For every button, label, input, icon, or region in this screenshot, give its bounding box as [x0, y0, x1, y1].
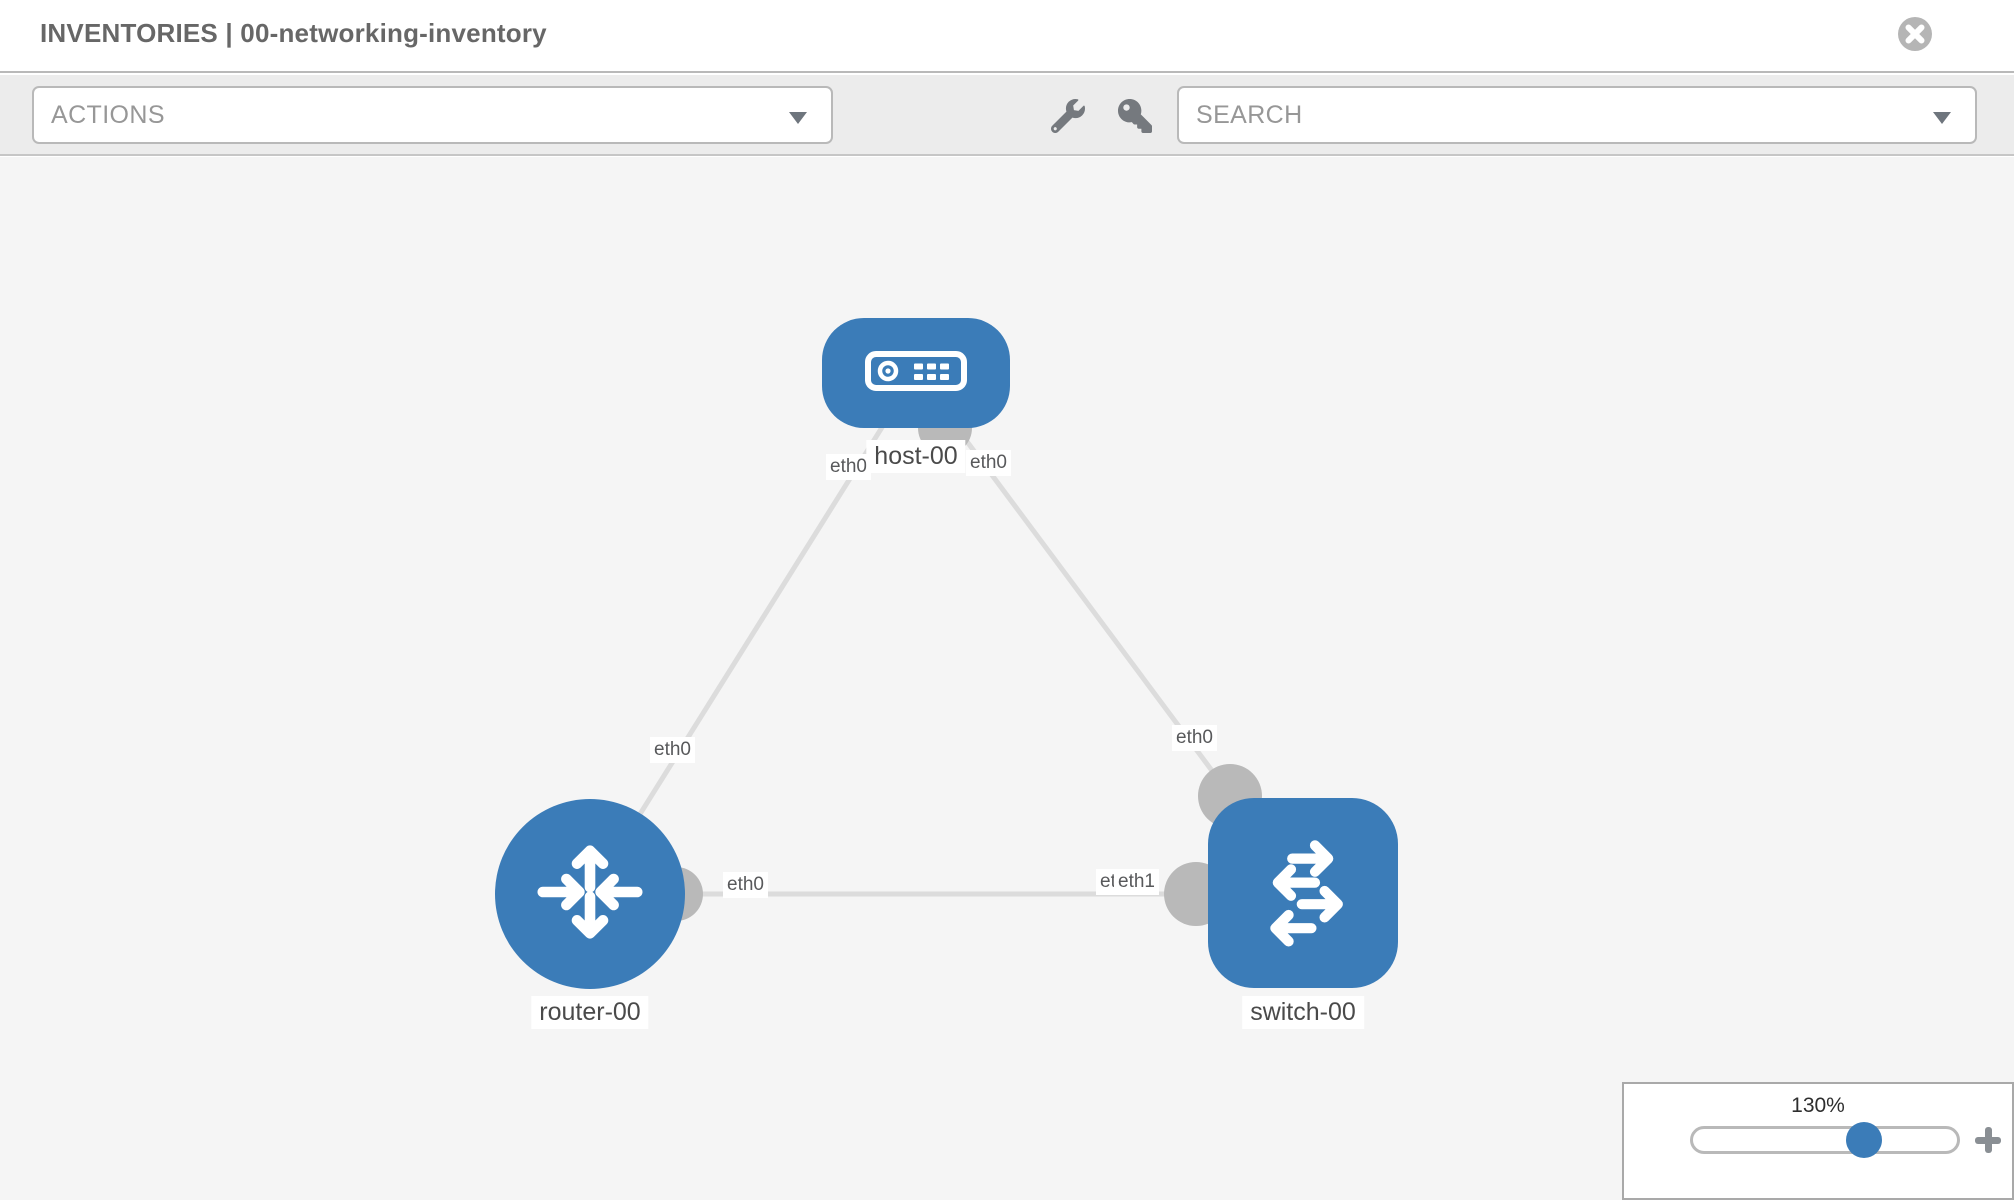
zoom-control-panel: 130% — [1622, 1082, 2014, 1200]
zoom-level-value: 130% — [1791, 1094, 1845, 1117]
node-label-switch-00: switch-00 — [1242, 996, 1364, 1029]
node-switch-00[interactable] — [1208, 798, 1398, 988]
interface-label-host-eth0-left: eth0 — [826, 454, 871, 480]
page-title: INVENTORIES | 00-networking-inventory — [40, 18, 547, 48]
zoom-in-button[interactable] — [1974, 1126, 2002, 1154]
host-device-icon — [864, 350, 968, 397]
node-host-00[interactable] — [822, 318, 1010, 428]
node-label-router-00: router-00 — [531, 996, 649, 1029]
header: INVENTORIES | 00-networking-inventory — [0, 0, 2014, 73]
interface-label-switch-eth1: eth1 — [1114, 869, 1159, 895]
credentials-button[interactable] — [1115, 97, 1155, 137]
wrench-icon — [1050, 98, 1085, 136]
actions-dropdown-label: ACTIONS — [51, 100, 165, 129]
close-icon — [1897, 17, 1933, 55]
close-button[interactable] — [1897, 16, 1933, 52]
search-dropdown[interactable]: SEARCH — [1177, 86, 1977, 144]
interface-label-host-eth0-right: eth0 — [966, 450, 1011, 476]
interface-label-router-link-eth0: eth0 — [650, 737, 695, 763]
router-icon — [531, 833, 649, 956]
zoom-slider-track[interactable] — [1690, 1126, 1960, 1154]
actions-dropdown[interactable]: ACTIONS — [32, 86, 833, 144]
zoom-out-button[interactable] — [1651, 1131, 1679, 1149]
configure-button[interactable] — [1048, 97, 1088, 137]
node-label-host-00: host-00 — [866, 440, 966, 473]
chevron-down-icon — [789, 112, 807, 124]
toolbar: ACTIONS SEARCH — [0, 75, 2014, 156]
search-dropdown-label: SEARCH — [1196, 100, 1303, 129]
switch-icon — [1243, 831, 1363, 956]
chevron-down-icon — [1933, 112, 1951, 124]
node-router-00[interactable] — [495, 799, 685, 989]
interface-label-switch-eth0: eth0 — [1172, 725, 1217, 751]
interface-label-router-eth0: eth0 — [723, 872, 768, 898]
zoom-slider-thumb[interactable] — [1846, 1122, 1882, 1158]
topology-canvas[interactable]: host-00 router-00 switch-00 eth0 eth0 et… — [0, 157, 2014, 1200]
topology-edges — [587, 371, 1306, 926]
key-icon — [1118, 98, 1152, 136]
